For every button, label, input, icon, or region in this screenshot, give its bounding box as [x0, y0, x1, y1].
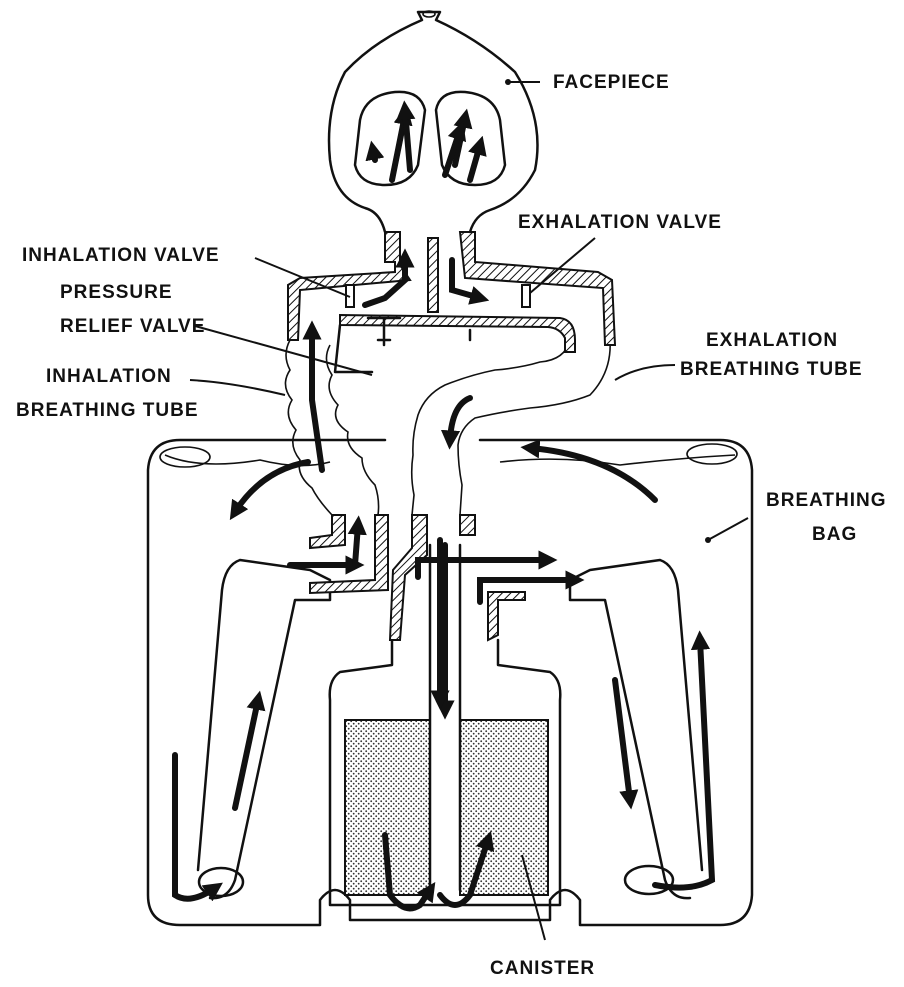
left-inlet-wall-lower: [310, 515, 388, 593]
breathing-bag-label-line1: BREATHING: [766, 490, 887, 512]
exhalation-tube-label-line1: EXHALATION: [706, 330, 838, 352]
bag-connector-branch-wall: [488, 592, 525, 640]
inhalation-tube-label-line2: BREATHING TUBE: [16, 400, 199, 422]
inhalation-breathing-tube: [285, 340, 378, 515]
manifold-lower: [335, 325, 470, 372]
exhalation-breathing-tube: [412, 340, 610, 515]
left-inlet-wall: [310, 515, 345, 548]
center-divider: [428, 238, 438, 312]
exhalation-valve: [522, 285, 530, 307]
facepiece-label: FACEPIECE: [553, 72, 670, 94]
relief-valve-label: RELIEF VALVE: [60, 316, 205, 338]
bag-connector-right-wall: [460, 515, 475, 535]
canister-label: CANISTER: [490, 958, 595, 980]
inhalation-tube-label-line1: INHALATION: [46, 366, 172, 388]
canister-chemical-right: [460, 720, 548, 895]
breathing-bag: [148, 440, 752, 925]
exhalation-tube-label-line2: BREATHING TUBE: [680, 359, 863, 381]
bag-connector-left-wall: [390, 515, 427, 640]
exhalation-valve-label: EXHALATION VALVE: [518, 212, 722, 234]
breathing-bag-label-line2: BAG: [812, 524, 857, 546]
bag-top-seam: [165, 455, 735, 466]
manifold-floor: [340, 315, 575, 352]
right-bag-tube: [570, 560, 702, 898]
pressure-label: PRESSURE: [60, 282, 173, 304]
left-bag-tube: [198, 560, 330, 898]
bag-left-grommet: [160, 447, 210, 467]
valve-housing-right: [460, 232, 615, 345]
bag-right-grommet: [687, 444, 737, 464]
inhalation-valve-label: INHALATION VALVE: [22, 245, 220, 267]
left-eyepiece: [355, 92, 425, 185]
